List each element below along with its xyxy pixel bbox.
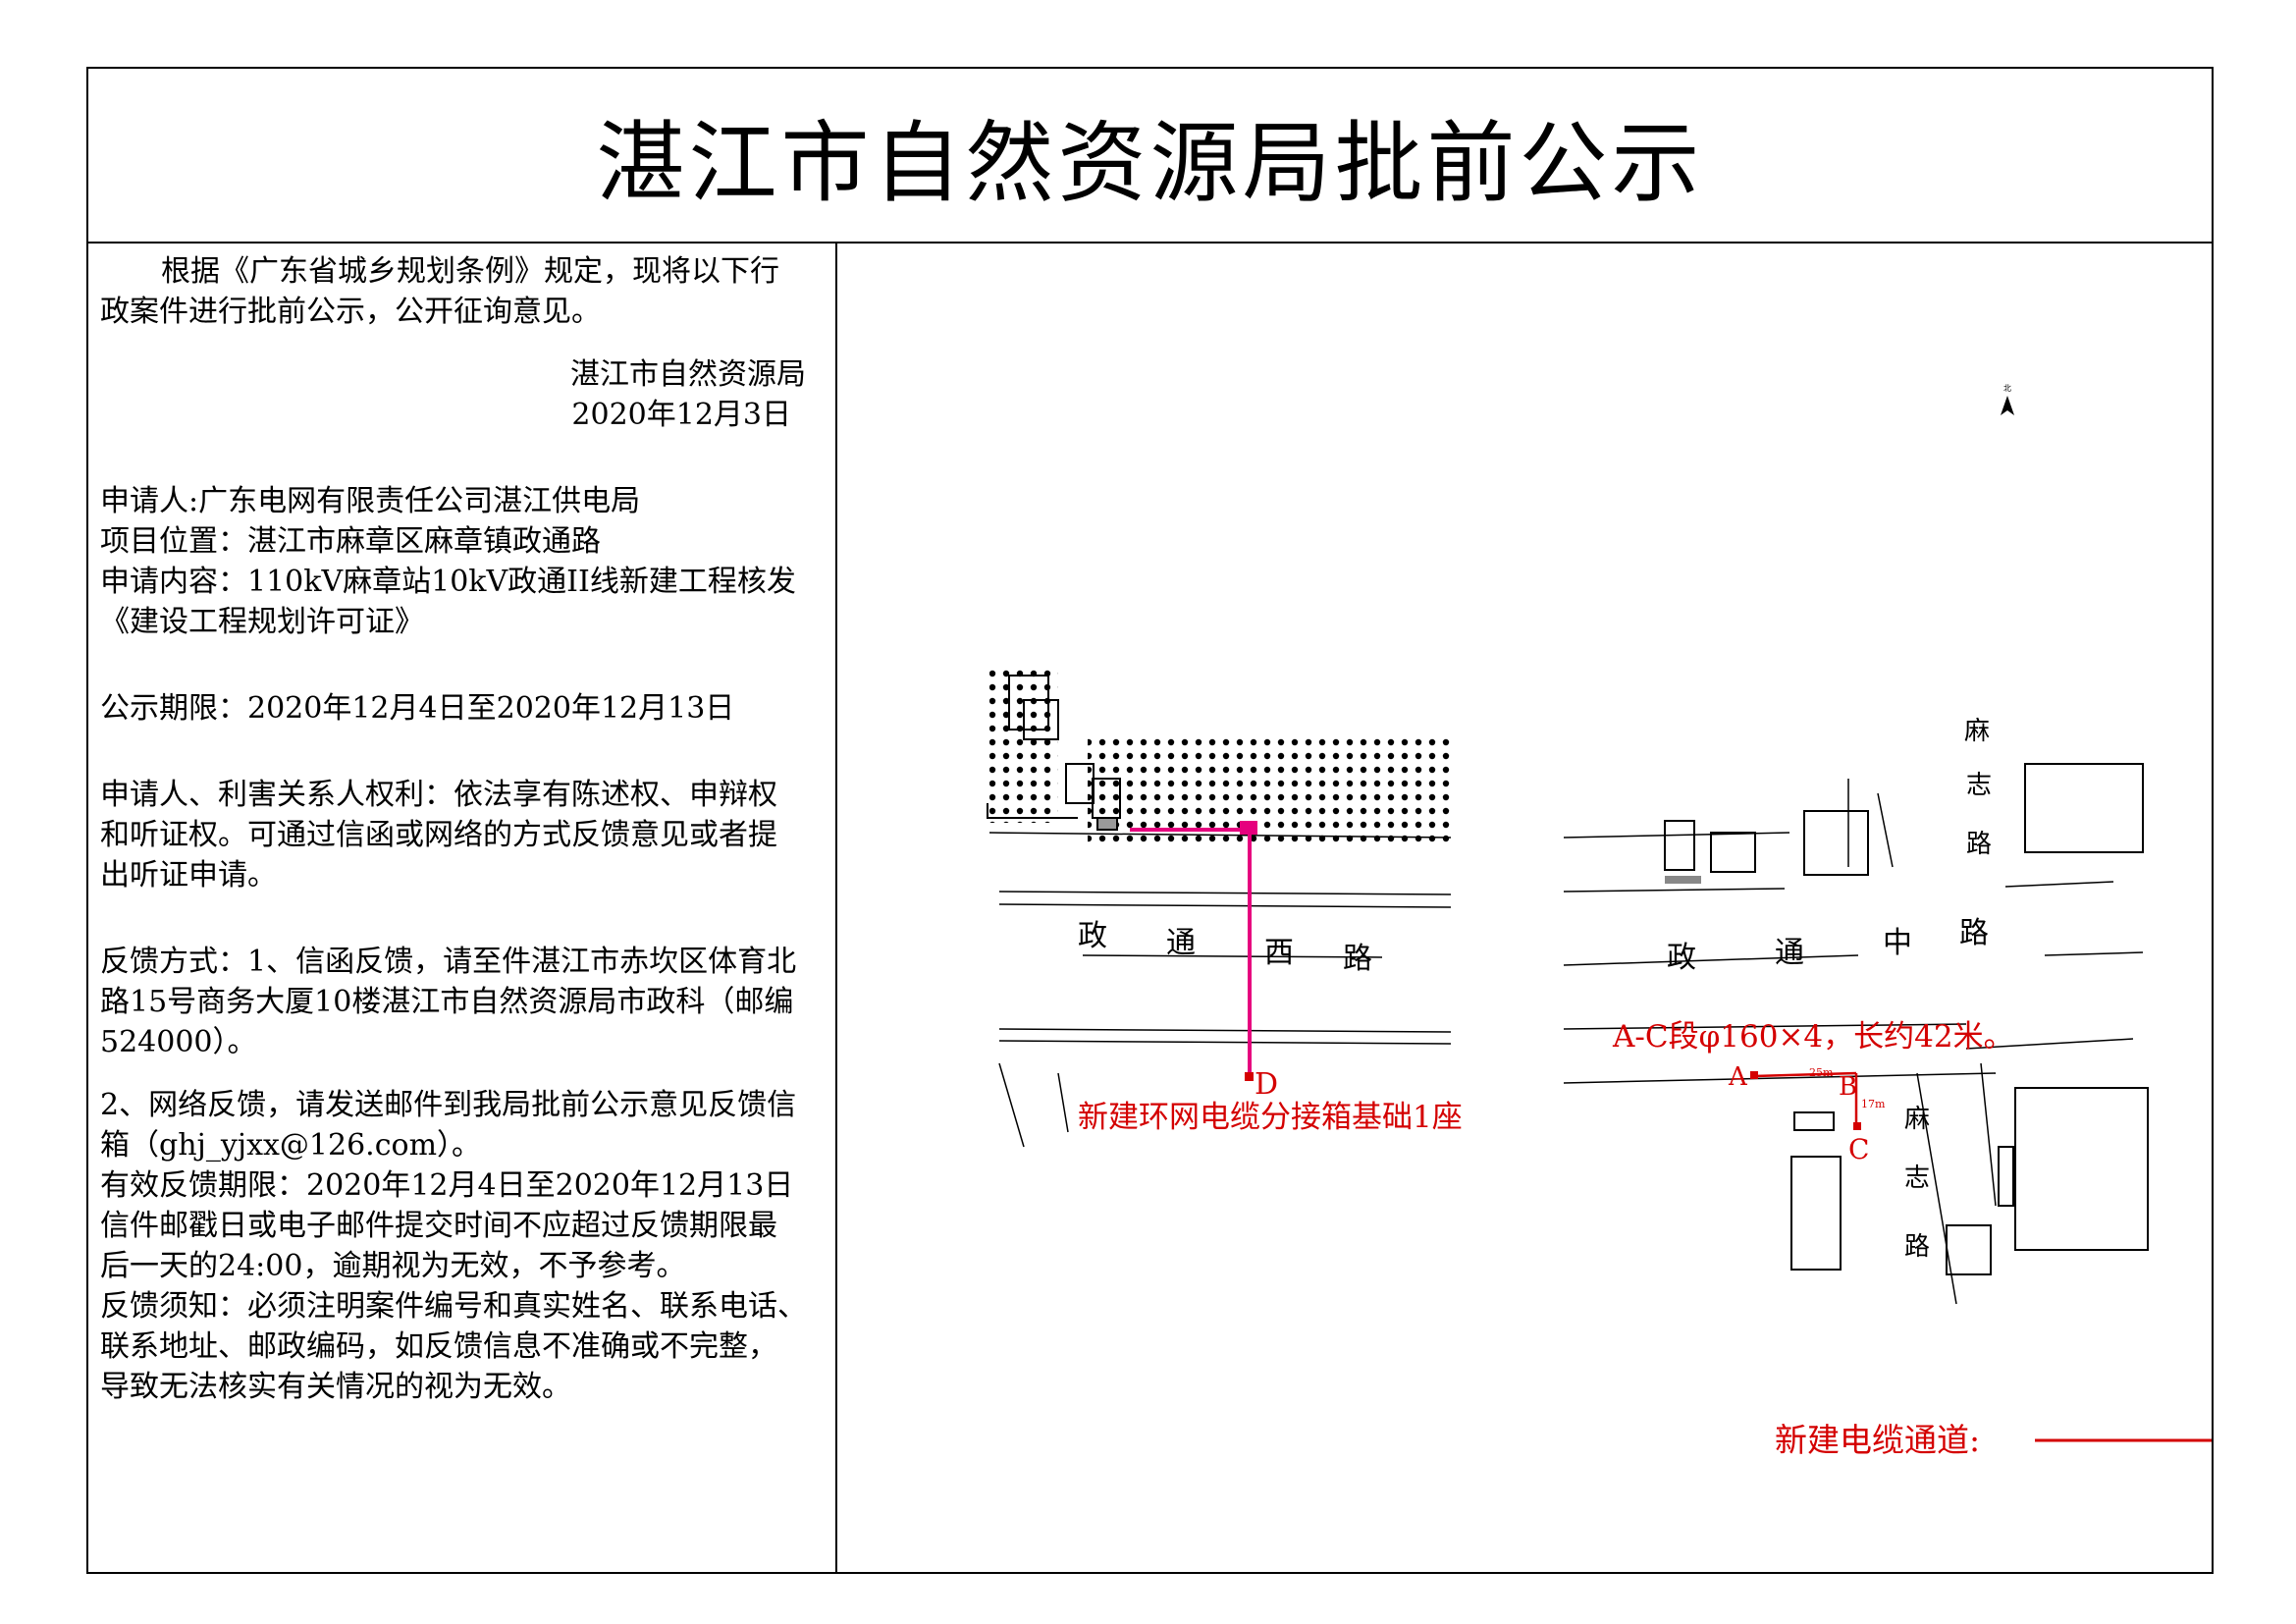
legend: 新建电缆通道: [1775, 1421, 2212, 1459]
road-mazhi-bottom-1: 麻 [1904, 1105, 1930, 1134]
west-road-edges [988, 832, 1452, 1148]
road-west-char-1: 政 [1078, 919, 1107, 953]
road-mazhi-bottom-2: 志 [1904, 1164, 1930, 1193]
segment-a-c [1753, 1071, 1858, 1127]
road-west-char-4: 路 [1343, 942, 1372, 976]
road-middle-char-1: 政 [1667, 941, 1696, 975]
road-mazhi-bottom-3: 路 [1904, 1232, 1930, 1262]
notice-frame: 湛江市自然资源局批前公示 根据《广东省城乡规划条例》规定，现将以下行 政案件进行… [86, 67, 2214, 1574]
title-row: 湛江市自然资源局批前公示 [88, 69, 2212, 244]
intro-line-2: 政案件进行批前公示，公开征询意见。 [100, 295, 601, 329]
road-mazhi-top-2: 志 [1966, 771, 1992, 800]
point-d-label: D [1255, 1067, 1278, 1102]
application-content-2: 《建设工程规划许可证》 [100, 605, 424, 639]
cable-box-note: 新建环网电缆分接箱基础1座 [1078, 1100, 1463, 1135]
feedback-notes-line-1: 反馈须知：必须注明案件编号和真实姓名、联系电话、 [100, 1289, 807, 1324]
dotted-parcel-small [989, 666, 1058, 823]
road-west-char-3: 西 [1264, 936, 1294, 970]
publicity-period: 公示期限：2020年12月4日至2020年12月13日 [100, 691, 735, 726]
online-feedback-line-1: 2、网络反馈，请发送邮件到我局批前公示意见反馈信 [100, 1088, 797, 1122]
north-label: 北 [2003, 384, 2011, 393]
notice-text-column: 根据《广东省城乡规划条例》规定，现将以下行 政案件进行批前公示，公开征询意见。 … [88, 244, 837, 1572]
east-buildings [1664, 763, 2149, 1275]
road-middle-char-4: 路 [1959, 916, 1989, 950]
box-d-marker [1245, 1072, 1254, 1081]
online-feedback-line-2: 箱（ghj_yjxx@126.com）。 [100, 1128, 482, 1163]
new-cable-route [1130, 821, 1257, 1078]
road-middle-char-2: 通 [1775, 936, 1804, 970]
road-mazhi-top-1: 麻 [1964, 717, 1990, 746]
postmark-line-2: 后一天的24:00，逾期视为无效，不予参考。 [100, 1249, 686, 1283]
project-location: 项目位置：湛江市麻章区麻章镇政通路 [100, 524, 601, 559]
west-buildings [987, 675, 1121, 831]
segment-markers [1750, 1071, 1861, 1130]
issuer: 湛江市自然资源局 [570, 357, 806, 392]
rights-line-1: 申请人、利害关系人权利：依法享有陈述权、申辩权 [100, 778, 777, 812]
point-b-label: B [1839, 1072, 1857, 1102]
applicant: 申请人:广东电网有限责任公司湛江供电局 [100, 484, 641, 518]
feedback-notes-line-3: 导致无法核实有关情况的视为无效。 [100, 1370, 571, 1404]
road-labels: 政 通 西 路 政 通 中 路 麻 志 路 麻 志 路 [1078, 717, 1992, 1262]
rights-line-2: 和听证权。可通过信函或网络的方式反馈意见或者提 [100, 818, 777, 852]
north-arrow-icon: 北 [2001, 384, 2014, 415]
dotted-parcel-large [1088, 734, 1451, 842]
feedback-line-1: 反馈方式：1、信函反馈，请至件湛江市赤坎区体育北 [100, 945, 797, 979]
page-title: 湛江市自然资源局批前公示 [596, 112, 1704, 215]
postmark-line-1: 信件邮戳日或电子邮件提交时间不应超过反馈期限最 [100, 1209, 777, 1243]
feedback-line-3: 524000）。 [100, 1025, 257, 1059]
road-mazhi-top-3: 路 [1966, 830, 1992, 859]
point-a-label: A [1728, 1062, 1748, 1092]
issue-date: 2020年12月3日 [571, 398, 791, 432]
legend-label: 新建电缆通道: [1775, 1421, 1980, 1459]
annotations: A-C段φ160×4，长约42米。 A B C D 25m 17m 新建环网电缆… [1078, 1019, 2014, 1165]
east-road-edges [1563, 779, 2144, 1305]
road-middle-char-3: 中 [1883, 926, 1912, 960]
point-c-label: C [1848, 1133, 1869, 1165]
dimension-25m: 25m [1809, 1066, 1834, 1079]
segment-note: A-C段φ160×4，长约42米。 [1612, 1019, 2014, 1055]
site-map-panel: 北 [837, 244, 2212, 1572]
intro-line-1: 根据《广东省城乡规划条例》规定，现将以下行 [161, 254, 779, 289]
road-west-char-2: 通 [1166, 926, 1196, 960]
feedback-notes-line-2: 联系地址、邮政编码，如反馈信息不准确或不完整， [100, 1329, 777, 1364]
rights-line-3: 出听证申请。 [100, 858, 277, 893]
feedback-line-2: 路15号商务大厦10楼湛江市自然资源局市政科（邮编 [100, 985, 794, 1019]
dimension-17m: 17m [1861, 1098, 1886, 1110]
valid-feedback-period: 有效反馈期限：2020年12月4日至2020年12月13日 [100, 1168, 794, 1203]
site-map: 北 [987, 384, 2212, 1459]
application-content-1: 申请内容：110kV麻章站10kV政通II线新建工程核发 [100, 565, 796, 599]
